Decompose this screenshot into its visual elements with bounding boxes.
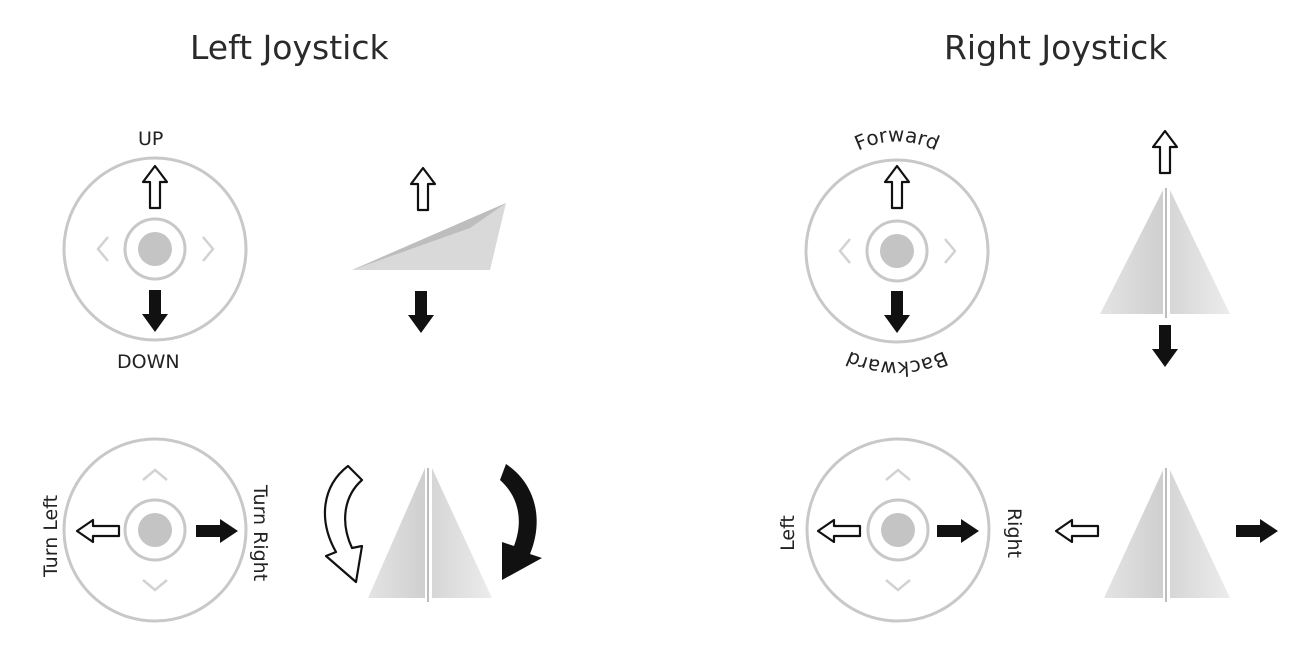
joystick-stick [880, 234, 914, 268]
arrow-down-icon [884, 291, 910, 333]
right-label: Right [1003, 507, 1025, 559]
arrow-left-icon [816, 518, 862, 544]
joystick-ring [62, 156, 248, 342]
arrow-left-icon [1054, 518, 1100, 544]
left-joystick-title: Left Joystick [190, 28, 389, 67]
arrow-up-icon [409, 166, 437, 212]
roll-plane-diagram [1054, 468, 1278, 602]
chevron-right-icon [944, 238, 957, 264]
arrow-right-icon [937, 519, 979, 543]
left-joystick-yaw-diagram [62, 437, 248, 623]
joystick-stick-ring [123, 217, 187, 281]
plane-top-icon [1100, 190, 1163, 314]
chevron-down-icon [885, 579, 911, 592]
joystick-stick-ring [123, 498, 187, 562]
joystick-ring [805, 437, 991, 623]
joystick-stick [138, 232, 172, 266]
chevron-left-icon [96, 236, 109, 262]
chevron-right-icon [202, 236, 215, 262]
chevron-up-icon [885, 468, 911, 481]
up-label: UP [138, 128, 164, 150]
right-joystick-roll-diagram [805, 437, 991, 623]
left-label: Left [777, 515, 799, 551]
down-label: DOWN [117, 351, 180, 373]
arrow-up-icon [883, 164, 911, 210]
joystick-stick [881, 513, 915, 547]
arrow-down-icon [142, 290, 168, 332]
chevron-left-icon [838, 238, 851, 264]
plane-top-icon [1104, 470, 1163, 598]
chevron-down-icon [142, 579, 168, 592]
arrow-up-icon [141, 164, 169, 210]
right-joystick-title: Right Joystick [944, 28, 1168, 67]
forward-label: Forward [851, 122, 943, 155]
arrow-right-icon [1236, 519, 1278, 543]
rotate-left-icon [323, 464, 364, 584]
joystick-ring [62, 437, 248, 623]
plane-top-icon [368, 468, 425, 598]
throttle-plane-diagram [352, 166, 506, 333]
chevron-up-icon [142, 468, 168, 481]
arrow-left-icon [75, 518, 121, 544]
arrow-down-icon [1152, 325, 1178, 367]
right-joystick-pitch-diagram [804, 158, 990, 344]
arrow-right-icon [196, 519, 238, 543]
joystick-stick [138, 513, 172, 547]
left-joystick-throttle-diagram [62, 156, 248, 342]
arrow-down-icon [408, 291, 434, 333]
arrow-up-icon [1151, 129, 1179, 175]
turn-right-label: Turn Right [249, 484, 271, 582]
backward-label: Backward [843, 346, 952, 381]
yaw-plane-diagram [323, 464, 542, 602]
pitch-plane-diagram [1100, 129, 1230, 367]
rotate-right-icon [500, 464, 542, 580]
joystick-stick-ring [865, 219, 929, 283]
joystick-ring [804, 158, 990, 344]
turn-left-label: Turn Left [40, 494, 62, 578]
joystick-stick-ring [866, 498, 930, 562]
